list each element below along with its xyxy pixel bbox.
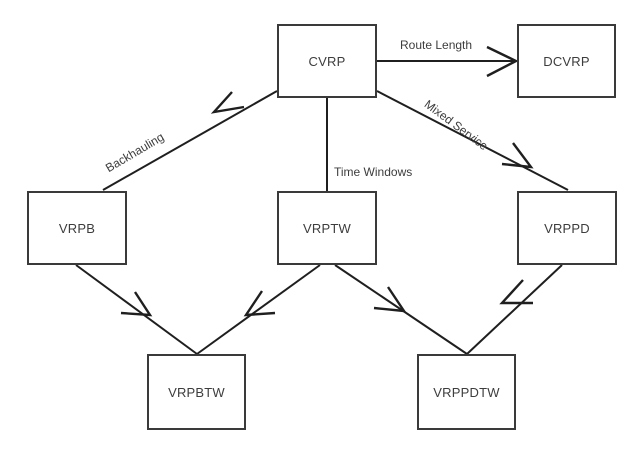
node-label: VRPPD — [544, 220, 590, 236]
node-vrptw[interactable]: VRPTW — [277, 191, 377, 265]
edge-vrppd-vrppdtw — [466, 264, 563, 355]
edge-vrptw-vrppdtw — [334, 264, 468, 355]
edge-line — [376, 90, 569, 191]
arrowhead-open — [486, 45, 519, 78]
node-label: CVRP — [308, 53, 346, 69]
arrowhead-open — [120, 291, 153, 317]
edge-cvrp-vrppd — [376, 90, 569, 191]
edge-line — [466, 264, 563, 355]
arrowhead-open — [373, 286, 407, 313]
edge-cvrp-vrpb — [102, 90, 278, 191]
arrowhead-open — [501, 142, 534, 169]
node-vrpb[interactable]: VRPB — [27, 191, 127, 265]
node-label: VRPTW — [303, 220, 351, 236]
edge-label-route-length: Route Length — [400, 38, 473, 52]
edge-line — [102, 90, 278, 191]
edge-line — [196, 264, 321, 355]
node-vrppdtw[interactable]: VRPPDTW — [417, 354, 516, 430]
node-vrpbtw[interactable]: VRPBTW — [147, 354, 246, 430]
edge-vrpb-vrpbtw — [75, 264, 198, 355]
node-dcvrp[interactable]: DCVRP — [517, 24, 616, 98]
edge-line — [75, 264, 198, 355]
edge-vrptw-vrpbtw — [196, 264, 321, 355]
node-label: VRPB — [58, 220, 96, 236]
node-vrppd[interactable]: VRPPD — [517, 191, 617, 265]
edge-label-time-windows: Time Windows — [334, 165, 413, 179]
arrowhead-open — [499, 279, 533, 305]
node-cvrp[interactable]: CVRP — [277, 24, 377, 98]
node-label: DCVRP — [543, 53, 590, 69]
arrowhead-open — [243, 290, 276, 317]
edge-cvrp-dcvrp — [377, 45, 519, 78]
node-label: VRPBTW — [168, 384, 225, 400]
node-label: VRPPDTW — [433, 384, 500, 400]
arrowhead-open — [210, 91, 245, 114]
